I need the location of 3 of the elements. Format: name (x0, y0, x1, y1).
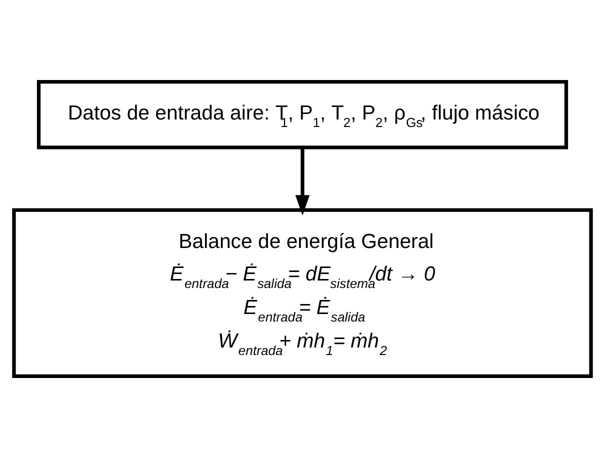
node-box: Balance de energía General Ė$_{entrada}$− Ė$_{salida}$= dE$_{sistema}$/dt → 0 Ė$_{entrada}$= Ė$_{salida}$ Ẇ$_{entrada}$+ ṁh$_{1}$= ṁh$_{2}$ (12, 208, 593, 378)
arrow (295, 146, 310, 216)
node-box: Datos de entrada aire: T$_{1}$, P$_{1}$, T$_{2}$, P$_{2}$, ρ$_{Gs}$, flujo másico (36, 80, 568, 149)
